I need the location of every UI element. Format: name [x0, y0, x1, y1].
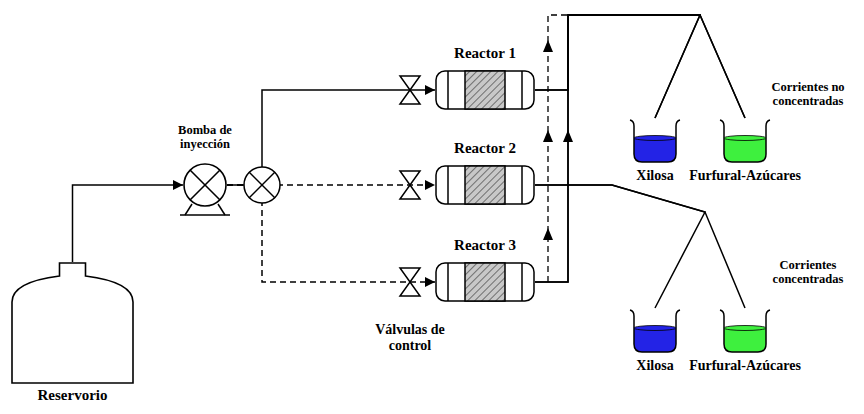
reservoir-bottle: Reservorio	[10, 262, 135, 384]
shape-outline	[435, 262, 535, 302]
node-label: Reactor 3	[430, 237, 540, 254]
bottle-outline	[12, 263, 133, 383]
flow-line	[535, 185, 705, 308]
beaker-symbol	[720, 120, 770, 162]
pump-symbol	[184, 164, 226, 206]
control-valve	[400, 76, 420, 296]
distributor-valve	[244, 167, 280, 203]
shape-outline	[630, 308, 680, 354]
node-label: Bomba de inyección	[163, 123, 247, 152]
beaker-symbol	[630, 310, 680, 352]
shape-outline	[720, 308, 770, 354]
reactor-column: Reactor 1	[435, 70, 535, 110]
node-label: Xilosa	[615, 358, 695, 374]
flow-line	[535, 15, 700, 118]
flow-line	[535, 185, 745, 308]
shape-outline	[10, 262, 135, 384]
flow-arrow	[543, 40, 573, 240]
collection-beaker: Furfural-Azúcares	[720, 308, 770, 354]
beaker-symbol	[630, 120, 680, 162]
flow-line	[73, 185, 184, 262]
shape-outline	[630, 118, 680, 164]
injection-pump: Bomba de inyección	[183, 163, 227, 207]
reactor-symbol	[436, 71, 534, 109]
node-label: Furfural-Azúcares	[675, 358, 815, 374]
shape-outline	[435, 165, 535, 205]
flow-line	[535, 15, 745, 282]
reactor-column: Reactor 2	[435, 165, 535, 205]
shape-outline	[183, 163, 227, 207]
shape-outline	[435, 70, 535, 110]
annotation-label: Válvulas de control	[358, 322, 462, 354]
node-label: Reactor 2	[430, 140, 540, 157]
shape-outline	[720, 118, 770, 164]
node-label: Reservorio	[8, 387, 138, 404]
reactor-column: Reactor 3	[435, 262, 535, 302]
node-label: Reactor 1	[430, 45, 540, 62]
collection-beaker: Xilosa	[630, 118, 680, 164]
node-label: Furfural-Azúcares	[675, 168, 815, 184]
reactor-symbol	[436, 263, 534, 301]
reactor-symbol	[436, 166, 534, 204]
flow-line	[535, 15, 745, 118]
flow-line	[535, 15, 700, 282]
annotation-label: Corrientes concentradas	[758, 258, 858, 287]
beaker-symbol	[720, 310, 770, 352]
node-label: Xilosa	[615, 168, 695, 184]
annotation-label: Corrientes no concentradas	[758, 80, 858, 109]
collection-beaker: Furfural-Azúcares	[720, 118, 770, 164]
dashed-line	[548, 15, 568, 282]
collection-beaker: Xilosa	[630, 308, 680, 354]
